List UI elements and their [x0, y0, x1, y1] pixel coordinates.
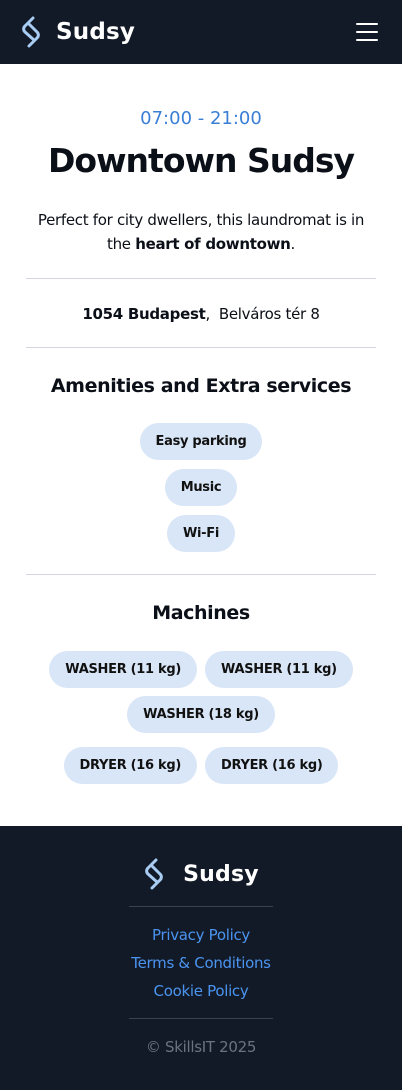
- amenity-chip[interactable]: Easy parking: [139, 423, 263, 460]
- description-highlight: heart of downtown: [135, 235, 291, 253]
- privacy-policy-link[interactable]: Privacy Policy: [151, 926, 251, 944]
- site-header: Sudsy: [0, 0, 402, 64]
- machine-chip[interactable]: DRYER (16 kg): [205, 747, 339, 784]
- address-street: Belváros tér 8: [218, 305, 320, 323]
- amenities-title: Amenities and Extra services: [50, 375, 352, 397]
- machines-title: Machines: [152, 602, 250, 624]
- brand[interactable]: Sudsy: [20, 16, 135, 48]
- hamburger-menu-icon[interactable]: [356, 23, 378, 41]
- sudsy-logo-icon: [143, 858, 165, 890]
- washer-list: WASHER (11 kg) WASHER (11 kg) WASHER (18…: [26, 651, 376, 733]
- terms-conditions-link[interactable]: Terms & Conditions: [131, 954, 271, 972]
- machine-chip[interactable]: WASHER (11 kg): [205, 651, 353, 688]
- amenity-chip[interactable]: Wi-Fi: [166, 515, 236, 552]
- footer-brand[interactable]: Sudsy: [143, 858, 259, 890]
- page-title: Downtown Sudsy: [48, 141, 355, 180]
- laundromat-detail: 07:00 - 21:00 Downtown Sudsy Perfect for…: [0, 64, 402, 784]
- footer-divider: [129, 1018, 273, 1019]
- site-footer: Sudsy Privacy Policy Terms & Conditions …: [0, 826, 402, 1090]
- amenity-chip[interactable]: Music: [164, 469, 238, 506]
- brand-name: Sudsy: [56, 19, 136, 45]
- footer-links: Privacy Policy Terms & Conditions Cookie…: [131, 907, 271, 1018]
- sudsy-logo-icon: [20, 16, 42, 48]
- machine-chip[interactable]: DRYER (16 kg): [63, 747, 197, 784]
- divider: [26, 347, 376, 348]
- address-city: 1054 Budapest: [82, 305, 206, 323]
- cookie-policy-link[interactable]: Cookie Policy: [153, 982, 249, 1000]
- footer-brand-name: Sudsy: [183, 861, 259, 887]
- footer-divider: [129, 906, 273, 907]
- copyright: © SkillsIT 2025: [145, 1038, 257, 1056]
- machine-chip[interactable]: WASHER (18 kg): [127, 696, 275, 733]
- divider: [26, 278, 376, 279]
- dryer-list: DRYER (16 kg) DRYER (16 kg): [26, 747, 376, 784]
- description: Perfect for city dwellers, this laundrom…: [37, 211, 365, 253]
- divider: [26, 574, 376, 575]
- amenities-list: Easy parking Music Wi-Fi: [26, 423, 376, 574]
- machine-chip[interactable]: WASHER (11 kg): [49, 651, 197, 688]
- opening-hours: 07:00 - 21:00: [140, 108, 262, 129]
- address: 1054 Budapest, Belváros tér 8: [82, 305, 320, 323]
